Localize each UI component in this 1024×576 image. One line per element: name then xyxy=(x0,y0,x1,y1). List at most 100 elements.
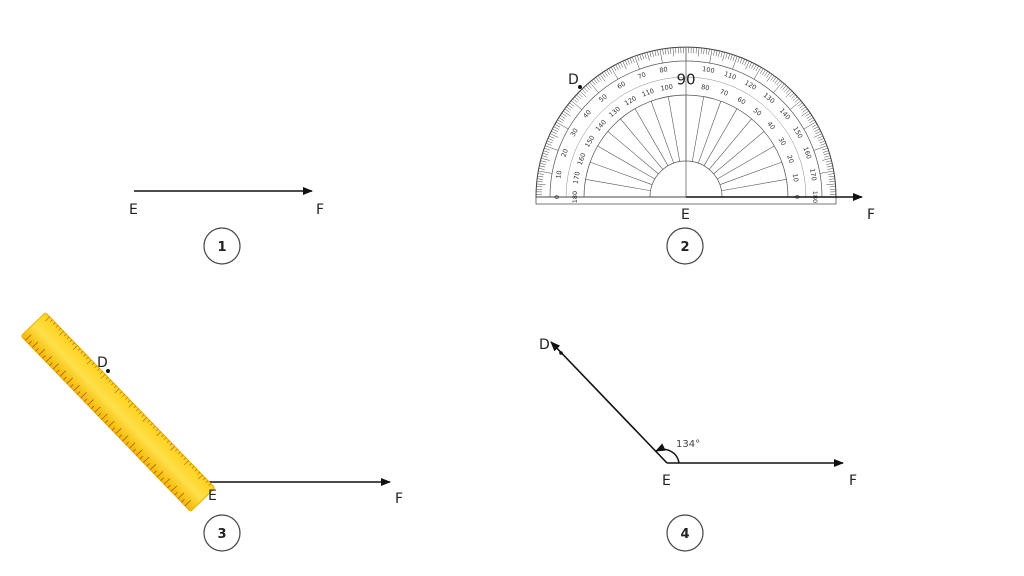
protractor-tick xyxy=(554,124,561,128)
protractor-ray-line xyxy=(717,145,775,180)
protractor-tick xyxy=(652,50,654,57)
protractor-tick xyxy=(606,69,610,76)
protractor-tick xyxy=(617,63,621,69)
protractor-outer-number: 160 xyxy=(801,146,813,160)
protractor-tick xyxy=(610,66,619,80)
protractor-tick xyxy=(553,126,559,130)
ruler-tick xyxy=(66,336,70,340)
protractor-tick xyxy=(806,115,812,119)
protractor-tick xyxy=(799,104,805,109)
protractor-tick xyxy=(770,75,775,81)
protractor-tick xyxy=(540,160,547,163)
ruler-tick xyxy=(141,414,145,417)
ruler-tick xyxy=(155,428,159,432)
protractor-tick xyxy=(570,100,582,110)
protractor-tick xyxy=(566,106,572,111)
protractor-tick xyxy=(766,73,773,82)
ruler-tick xyxy=(149,464,157,471)
protractor-tick xyxy=(720,51,723,58)
protractor-inner-number: 110 xyxy=(641,87,655,99)
protractor-tick xyxy=(542,152,549,156)
ruler-tick xyxy=(177,492,185,499)
ruler-tick xyxy=(91,362,95,366)
protractor-tick xyxy=(745,60,750,70)
point-e-label: E xyxy=(129,202,138,218)
protractor-tick xyxy=(805,112,811,117)
protractor-outer-number: 100 xyxy=(702,65,716,75)
protractor-tick xyxy=(597,75,602,81)
ruler-tick xyxy=(83,353,86,357)
protractor-tick xyxy=(577,92,583,98)
protractor-tick xyxy=(826,165,833,168)
protractor-ray-line xyxy=(650,101,674,164)
protractor-ray-line xyxy=(691,96,705,162)
protractor-tick xyxy=(718,50,720,57)
protractor-tick xyxy=(537,173,544,175)
point-e-label: E xyxy=(662,473,671,489)
protractor-tick xyxy=(785,88,791,94)
ruler-tick xyxy=(161,434,164,438)
protractor-tick xyxy=(732,55,736,61)
protractor-outer-number: 170 xyxy=(808,168,818,182)
ruler-tick xyxy=(66,377,73,384)
protractor-tick xyxy=(732,55,738,70)
ruler-tick xyxy=(72,345,78,350)
ruler-tick xyxy=(122,435,129,442)
protractor-tick xyxy=(591,80,596,86)
protractor-tick xyxy=(828,173,835,175)
ruler xyxy=(21,312,215,512)
protractor-tick xyxy=(698,47,700,57)
step-badge xyxy=(666,514,704,552)
protractor-tick xyxy=(639,54,642,61)
protractor-outer-number: 70 xyxy=(637,71,648,81)
protractor-tick xyxy=(713,49,715,56)
ruler-tick xyxy=(177,451,181,455)
protractor-ray-line xyxy=(719,161,782,185)
ruler-tick xyxy=(163,478,171,485)
protractor-tick xyxy=(762,69,766,76)
protractor-tick xyxy=(800,106,806,111)
protractor-tick xyxy=(536,183,546,185)
protractor-inner-number: 170 xyxy=(572,171,582,185)
ruler-tick xyxy=(31,341,39,348)
protractor-ray-line xyxy=(667,96,681,162)
protractor-tick xyxy=(751,63,755,69)
protractor-tick xyxy=(772,77,777,83)
protractor-tick xyxy=(773,81,783,93)
protractor-tick xyxy=(632,56,635,63)
ruler-tick xyxy=(100,371,103,374)
protractor-tick xyxy=(558,117,565,121)
protractor-tick xyxy=(828,178,835,180)
protractor-tick xyxy=(601,72,606,78)
protractor-tick xyxy=(589,81,599,93)
ruler-tick xyxy=(86,359,92,365)
protractor-tick xyxy=(544,145,559,151)
point-d-label: D xyxy=(568,72,579,88)
protractor-tick xyxy=(725,52,728,59)
ruler-tick xyxy=(105,376,109,380)
protractor-tick xyxy=(604,71,608,77)
protractor-tick xyxy=(820,143,827,146)
ruler-tick xyxy=(183,457,187,461)
protractor-tick xyxy=(537,178,544,180)
protractor-tick xyxy=(819,140,826,144)
protractor-tick xyxy=(657,49,659,56)
protractor-tick xyxy=(672,47,674,57)
protractor-tick xyxy=(801,110,810,117)
protractor-tick xyxy=(807,117,814,121)
protractor-inner-number: 100 xyxy=(660,83,674,93)
protractor-tick xyxy=(759,68,764,74)
protractor-tick xyxy=(811,124,818,128)
ruler-tick xyxy=(139,455,143,460)
protractor-tick xyxy=(572,98,578,103)
ruler-tick xyxy=(45,316,50,322)
protractor-90-label: 90 xyxy=(676,71,695,89)
protractor-tick xyxy=(555,121,569,130)
ruler-tick xyxy=(108,420,115,427)
ruler-tick xyxy=(153,470,157,474)
ruler-tick xyxy=(143,456,150,463)
protractor-tick xyxy=(822,157,831,161)
protractor-tick xyxy=(715,50,718,57)
ruler-tick xyxy=(181,499,185,503)
